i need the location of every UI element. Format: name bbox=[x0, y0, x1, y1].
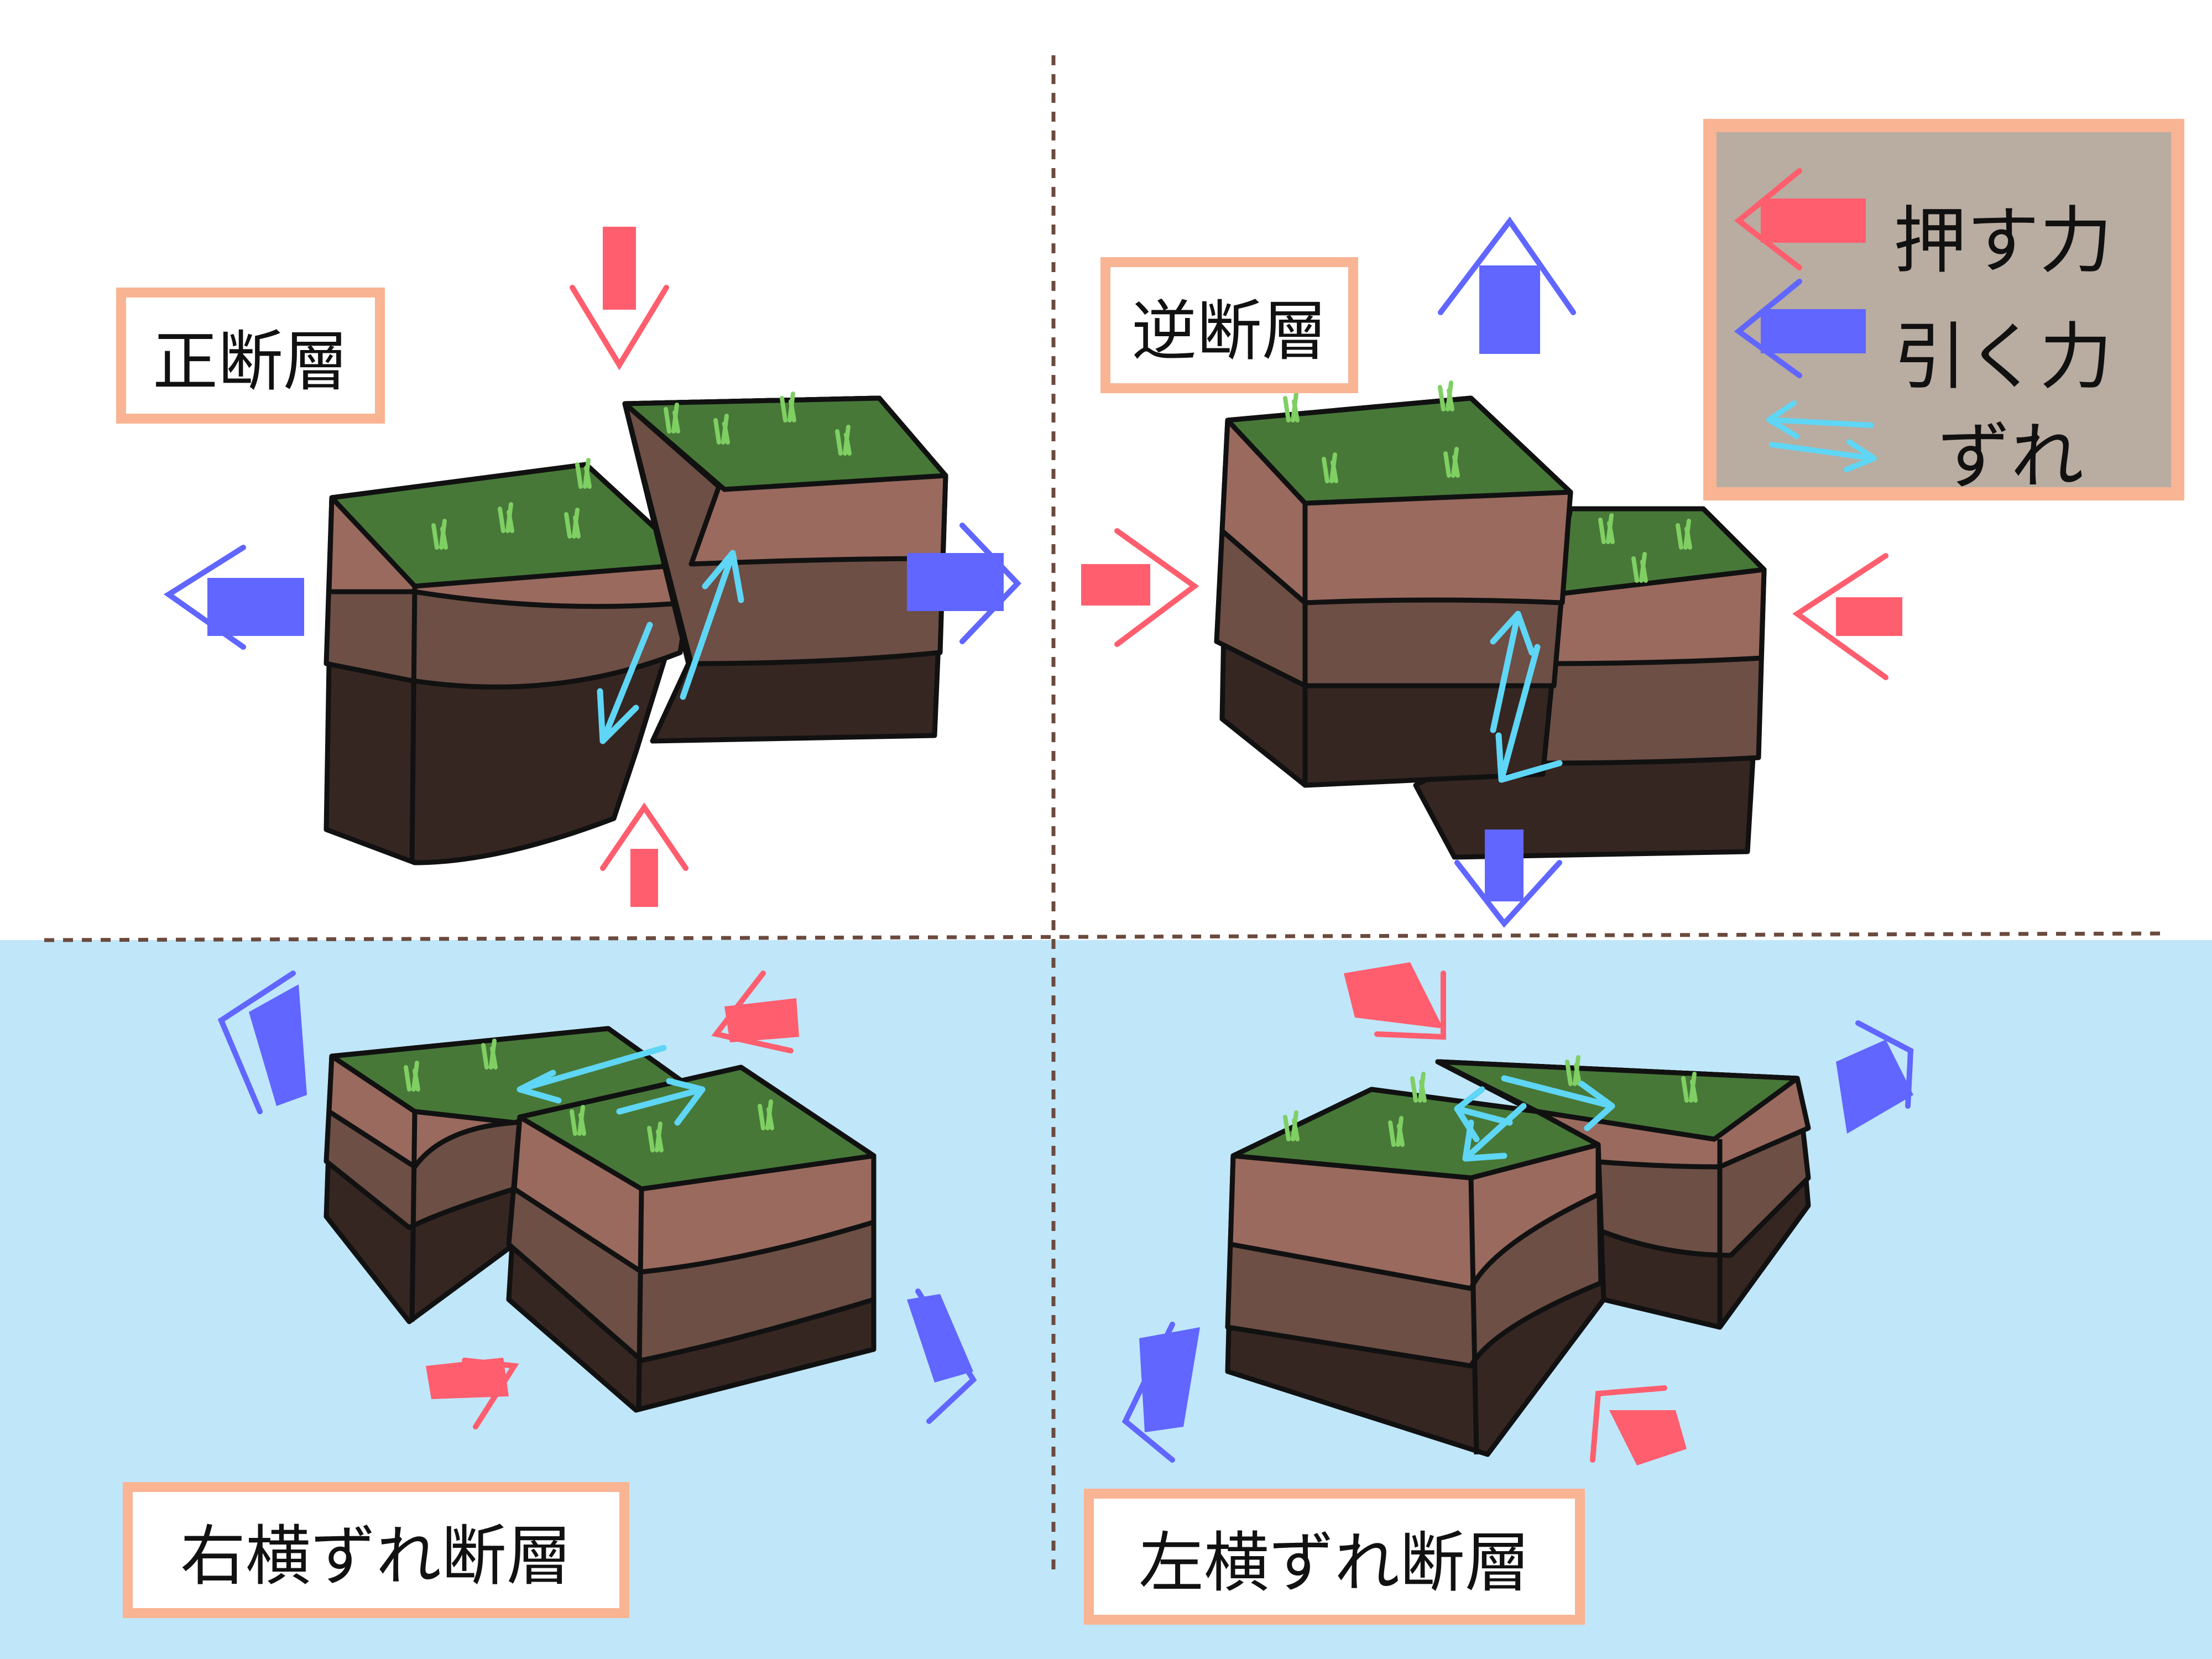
slip-arrow-icon bbox=[1766, 400, 1877, 472]
push-arrow-icon bbox=[570, 227, 688, 907]
pull-arrow-icon bbox=[1734, 279, 1866, 378]
reverse-fault-label: 逆断層 bbox=[1100, 257, 1358, 393]
push-arrow-icon bbox=[426, 962, 1687, 1465]
legend-icons bbox=[1734, 168, 1877, 472]
right-lateral-block bbox=[324, 1026, 877, 1413]
pull-arrow-icon bbox=[217, 971, 1914, 1463]
legend: 押す力 引く力 ずれ bbox=[1703, 119, 2184, 500]
push-arrow-icon bbox=[1734, 168, 1866, 270]
push-arrow-icon bbox=[1081, 528, 1902, 680]
reverse-fault-block bbox=[1214, 395, 1767, 860]
legend-slip: ずれ bbox=[1938, 414, 2084, 499]
normal-fault-block bbox=[324, 395, 948, 865]
left-lateral-block bbox=[1225, 1059, 1811, 1457]
slip-arrow-icon bbox=[517, 550, 1615, 1162]
legend-pull-force: 引く力 bbox=[1893, 315, 2112, 400]
left-lateral-fault-label: 左横ずれ断層 bbox=[1084, 1489, 1585, 1625]
legend-push-force: 押す力 bbox=[1893, 199, 2112, 284]
pull-arrow-icon bbox=[163, 216, 1576, 928]
horizontal-divider bbox=[44, 931, 2168, 942]
normal-fault-label: 正断層 bbox=[116, 288, 385, 424]
right-lateral-fault-label: 右横ずれ断層 bbox=[123, 1482, 629, 1618]
